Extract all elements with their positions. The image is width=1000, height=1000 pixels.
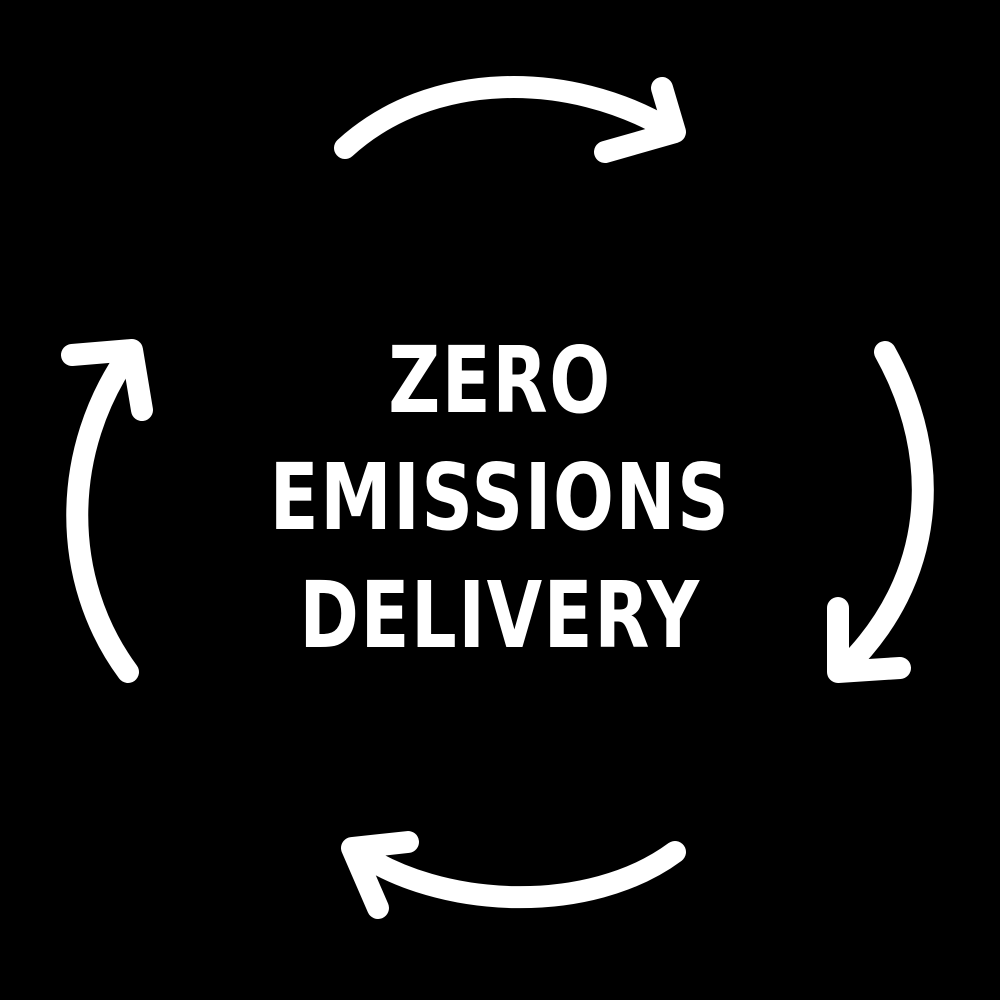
cycle-arrow-top-icon	[334, 76, 686, 163]
cycle-arrow-bottom-icon	[341, 831, 686, 919]
cycle-arrow-right-icon	[827, 341, 934, 683]
title-line-2: EMISSIONS	[269, 444, 731, 551]
title-line-3: DELIVERY	[299, 562, 701, 669]
cycle-arrow-left-icon	[61, 339, 153, 683]
title-line-1: ZERO	[388, 327, 612, 434]
